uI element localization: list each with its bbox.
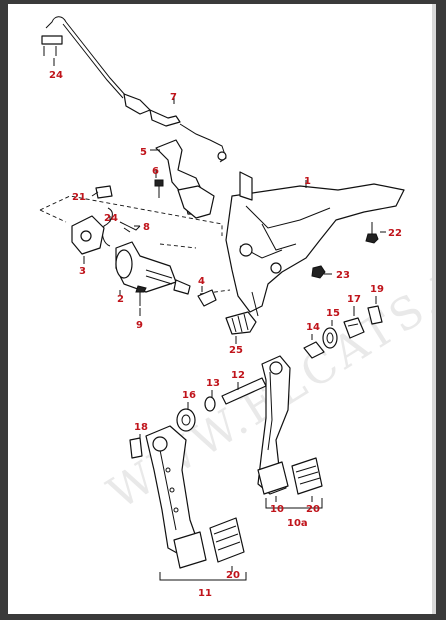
washer-part-13	[204, 396, 216, 412]
callout-22: 22	[388, 228, 402, 239]
callout-20-lower: 20	[226, 570, 240, 581]
master-cylinder-part-2	[115, 241, 191, 295]
bolt-part-22	[365, 222, 379, 244]
callout-6: 6	[152, 166, 159, 177]
hose-part-24	[101, 207, 113, 247]
nut-part-23	[311, 265, 326, 279]
callout-9: 9	[136, 320, 143, 331]
callout-21: 21	[72, 192, 86, 203]
brake-pedal-part-11	[145, 425, 207, 569]
callout-7: 7	[170, 92, 177, 103]
callout-10a: 10a	[287, 518, 308, 529]
bracket-part-5	[155, 139, 215, 219]
callout-labels: 24 7 5 6 1 21 24 8 22 3 23 4 2 9 19 17 1…	[49, 70, 402, 599]
bushing-part-15	[322, 327, 338, 349]
pedal-pad-part-20-upper	[291, 457, 323, 495]
pedal-assembly-diagram: WWW.ELCATS.RU	[39, 16, 432, 599]
callout-12: 12	[231, 370, 245, 381]
clip-part-18	[129, 437, 143, 459]
callout-20-upper: 20	[306, 504, 320, 515]
callout-25: 25	[229, 345, 243, 356]
pedal-bracket-part-1	[225, 171, 405, 317]
reservoir-part-3	[71, 215, 105, 255]
callout-24-cable: 24	[49, 70, 63, 81]
callout-14: 14	[306, 322, 320, 333]
clip-part-21	[95, 185, 113, 199]
callout-5: 5	[140, 147, 147, 158]
clip-part-19	[367, 305, 383, 325]
clutch-pedal-part-10	[257, 355, 291, 495]
bolt-part-9	[135, 285, 147, 306]
callout-17: 17	[347, 294, 361, 305]
callout-3: 3	[79, 266, 86, 277]
spring-part-25	[225, 311, 257, 335]
callout-11: 11	[198, 588, 212, 599]
clip-part-8	[119, 221, 141, 233]
callout-4: 4	[198, 276, 205, 287]
callout-24-hose: 24	[104, 213, 118, 224]
pedal-pad-part-20-lower	[209, 517, 245, 563]
leader-lines	[53, 58, 386, 572]
sensor-part-4	[197, 289, 217, 307]
callout-8: 8	[143, 222, 150, 233]
bushing-part-14	[303, 341, 325, 359]
group-bracket-11	[159, 572, 247, 581]
callout-10: 10	[270, 504, 284, 515]
callout-1: 1	[304, 176, 311, 187]
callout-15: 15	[326, 308, 340, 319]
clutch-cable-part-24	[41, 16, 127, 99]
callout-19: 19	[370, 284, 384, 295]
bushing-part-16	[176, 408, 196, 432]
callout-18: 18	[134, 422, 148, 433]
clip-part-17	[343, 317, 365, 339]
cable-sleeve-part-7	[123, 93, 227, 163]
group-bracket-10a	[265, 498, 323, 509]
bolt-part-6	[154, 179, 164, 198]
callout-2: 2	[117, 294, 124, 305]
group-dashed-lines	[39, 195, 231, 295]
callout-16: 16	[182, 390, 196, 401]
callout-23: 23	[336, 270, 350, 281]
parts-diagram-sheet: WWW.ELCATS.RU	[8, 4, 436, 614]
callout-13: 13	[206, 378, 220, 389]
